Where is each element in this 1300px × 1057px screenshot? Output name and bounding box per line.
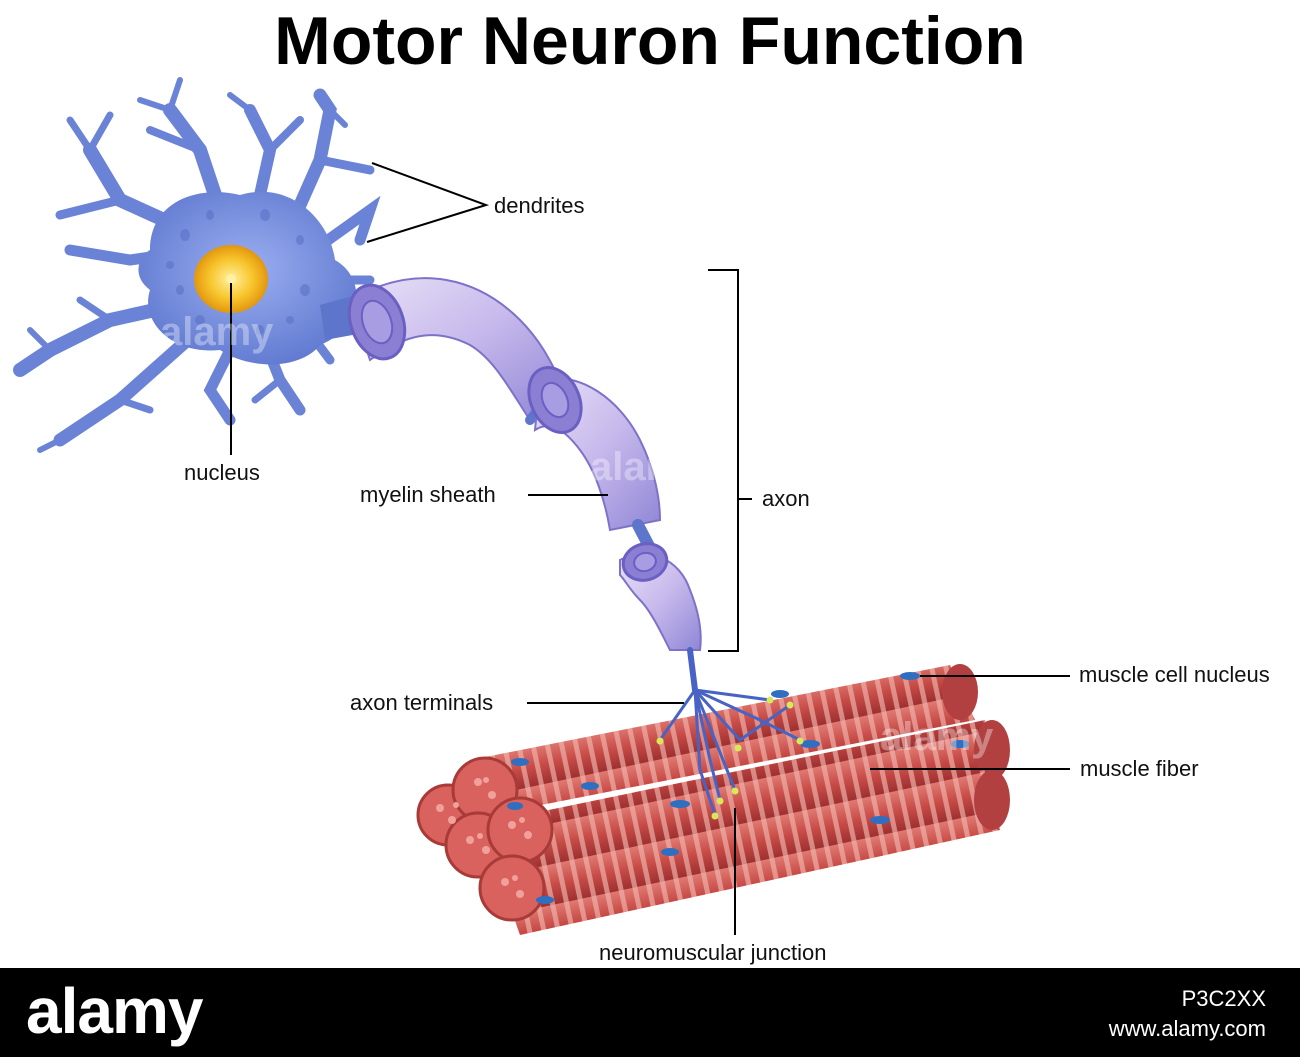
label-neuromuscular-junction: neuromuscular junction: [599, 940, 827, 965]
label-myelin-sheath: myelin sheath: [360, 482, 496, 507]
diagram-title: Motor Neuron Function: [274, 3, 1026, 79]
image-id: P3C2XX: [1181, 986, 1266, 1011]
muscle-fiber-front: [500, 770, 1000, 935]
label-muscle-fiber: muscle fiber: [1080, 756, 1199, 781]
axon-bracket: [708, 269, 739, 652]
stock-footer-bar: alamy P3C2XX www.alamy.com: [0, 968, 1300, 1057]
myelin-sheath-segments: [347, 277, 702, 651]
diagram-watermark-3: alamy: [880, 715, 994, 759]
nucleolus: [226, 274, 236, 284]
leader-lines: [230, 162, 1070, 935]
label-dendrites: dendrites: [494, 193, 585, 218]
muscle-fiber-middle: [500, 720, 1000, 880]
label-nucleus: nucleus: [184, 460, 260, 485]
label-muscle-cell-nucleus: muscle cell nucleus: [1079, 662, 1270, 687]
axon-terminal-branches: [658, 647, 802, 817]
dendrites-leader: [366, 162, 490, 243]
label-axon-terminals: axon terminals: [350, 690, 494, 715]
muscle-cell-nuclei: [507, 672, 969, 904]
muscle-fiber-bundle: [416, 664, 1010, 935]
motor-neuron-diagram: alamy alamy alamy: [13, 77, 1070, 935]
muscle-fiber-ends: [416, 756, 554, 922]
muscle-fiber-back: [470, 665, 975, 815]
label-axon: axon: [762, 486, 810, 511]
diagram-watermark-2: alamy: [590, 445, 704, 489]
brand-logo: alamy: [26, 975, 203, 1047]
synaptic-boutons: [656, 696, 804, 820]
cell-body-texture: [166, 209, 310, 335]
site-url: www.alamy.com: [1108, 1016, 1266, 1041]
diagram-watermark: alamy: [160, 310, 274, 354]
